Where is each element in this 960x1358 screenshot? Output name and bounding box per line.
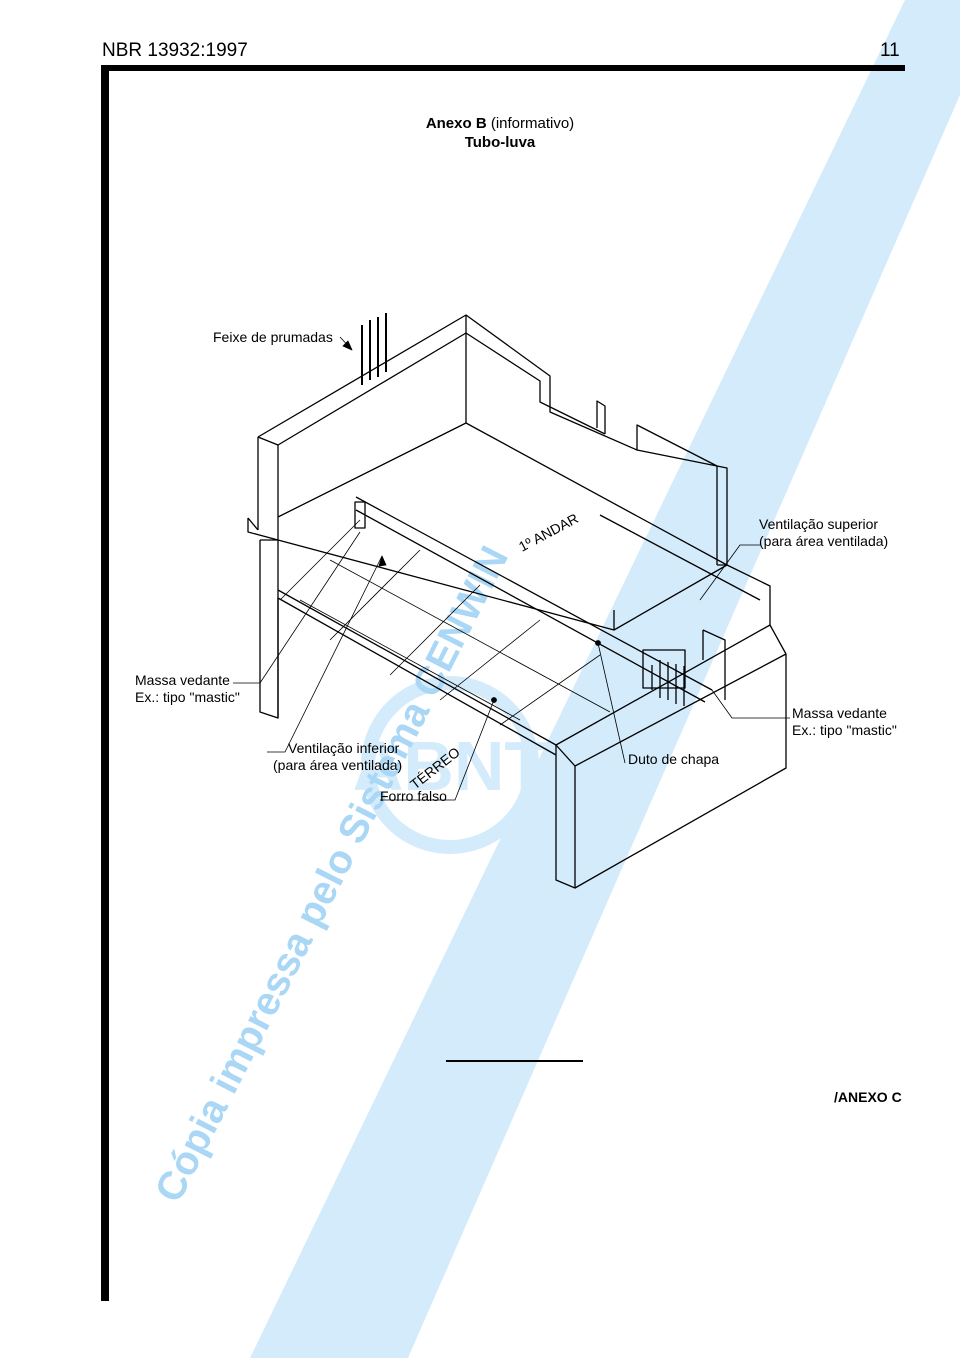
- label-false-ceiling: Forro falso: [380, 788, 447, 804]
- leader-lines: [233, 336, 790, 801]
- watermark-logo-text: ABNT: [353, 727, 547, 805]
- pipe-bundle: [361, 313, 387, 385]
- annex-note: (informativo): [490, 115, 575, 132]
- upper-wall: [257, 314, 728, 566]
- annex-heading-line: Anexo B (informativo): [0, 114, 960, 133]
- left-margin-rule: [101, 65, 109, 1301]
- end-rule: [446, 1060, 583, 1062]
- label-first-floor: 1º ANDAR: [516, 510, 581, 555]
- annex-label: Anexo B: [425, 115, 487, 132]
- upper-slab: [247, 422, 728, 703]
- sealant-left-line1: Massa vedante: [135, 672, 230, 688]
- label-ground-floor: TÉRREO: [407, 744, 463, 793]
- watermark-band: [250, 0, 960, 1358]
- annex-heading: Anexo B (informativo) Tubo-luva: [0, 114, 960, 152]
- header-rule: [101, 65, 905, 71]
- standard-code: NBR 13932:1997: [102, 40, 248, 61]
- upper-ventilation-line2: (para área ventilada): [759, 533, 889, 549]
- label-upper-ventilation: Ventilação superior (para área ventilada…: [759, 516, 888, 550]
- lower-ventilation-line1: Ventilação inferior: [288, 740, 400, 756]
- label-pipe-bundle: Feixe de prumadas: [213, 329, 333, 345]
- annex-subtitle-text: Tubo-luva: [464, 134, 536, 151]
- upper-ventilation-line1: Ventilação superior: [759, 516, 879, 532]
- page-number: 11: [880, 40, 900, 61]
- label-sealant-right: Massa vedante Ex.: tipo "mastic": [792, 705, 897, 739]
- sealant-right-line2: Ex.: tipo "mastic": [792, 722, 897, 738]
- sealant-right-line1: Massa vedante: [792, 705, 887, 721]
- label-lower-ventilation: Ventilação inferior (para área ventilada…: [273, 740, 402, 774]
- lower-walls: [259, 514, 787, 889]
- annex-subtitle: Tubo-luva: [0, 133, 960, 152]
- duct-box: [354, 501, 686, 706]
- abnt-logo-watermark: ABNT: [353, 676, 547, 854]
- sealant-left-line2: Ex.: tipo "mastic": [135, 689, 240, 705]
- label-sheet-duct: Duto de chapa: [628, 751, 720, 767]
- floor-grid: [279, 519, 611, 726]
- label-sealant-left: Massa vedante Ex.: tipo "mastic": [135, 672, 240, 706]
- lower-ventilation-line2: (para área ventilada): [273, 757, 403, 773]
- continuation-note: /ANEXO C: [834, 1089, 902, 1105]
